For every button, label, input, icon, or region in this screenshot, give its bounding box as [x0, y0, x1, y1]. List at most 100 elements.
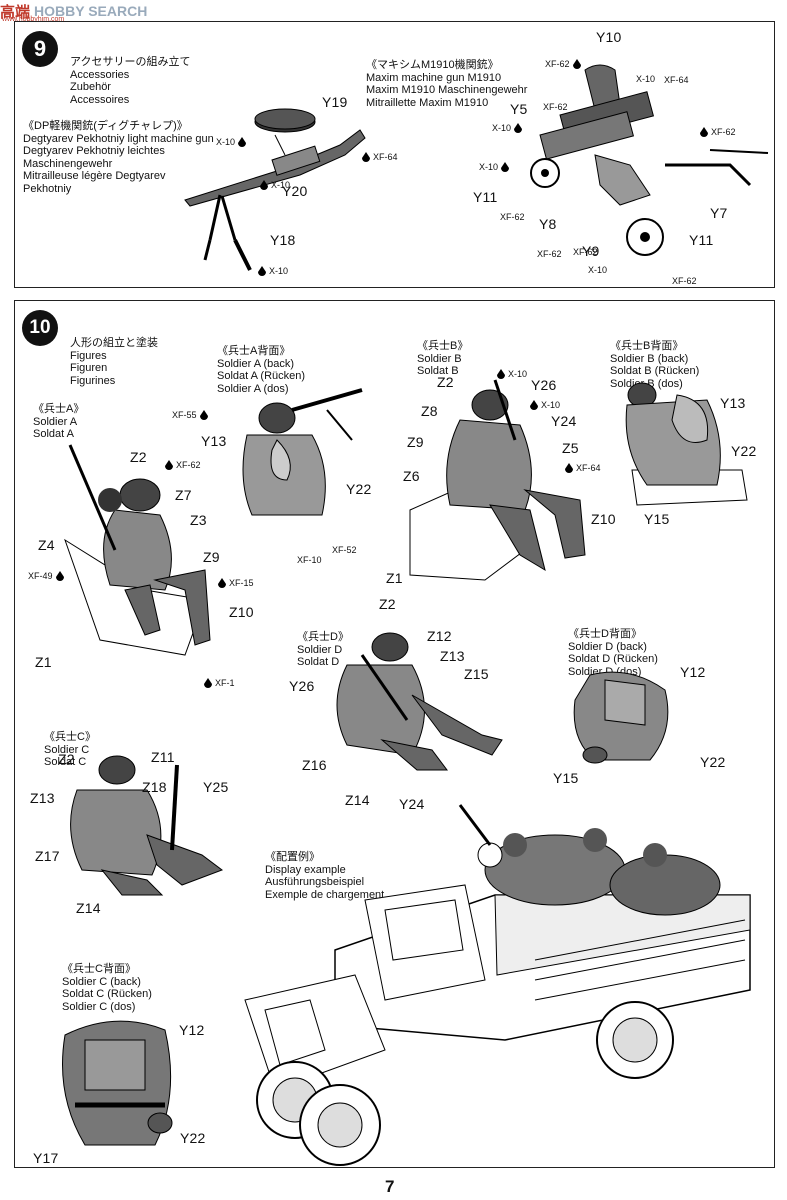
paint-callout: X-10 — [530, 400, 560, 410]
paint-callout: X-10 — [497, 369, 527, 379]
part-label: Y24 — [399, 796, 425, 812]
paint-callout: XF-64 — [664, 75, 689, 85]
part-label: Z14 — [345, 792, 370, 808]
part-label: Y11 — [473, 189, 498, 205]
paint-callout: X-10 — [479, 162, 510, 172]
part-label: Y20 — [282, 183, 308, 199]
paint-callout: XF-49 — [28, 571, 64, 581]
part-label: Z15 — [464, 666, 489, 682]
paint-callout: XF-62 — [672, 276, 697, 286]
part-label: Z13 — [440, 648, 465, 664]
part-label: Z17 — [35, 848, 60, 864]
paint-drop-icon — [565, 463, 573, 473]
part-label: Z10 — [229, 604, 254, 620]
part-label: Y18 — [270, 232, 296, 248]
paint-callout: XF-64 — [362, 152, 398, 162]
paint-callout: XF-62 — [537, 249, 562, 259]
part-label: Z2 — [130, 449, 147, 465]
paint-callout: XF-62 — [165, 460, 201, 470]
soldier-d-back-title: 《兵士D背面》Soldier D (back)Soldat D (Rücken)… — [568, 628, 658, 678]
paint-callout: XF-52 — [332, 545, 357, 555]
paint-drop-icon — [514, 123, 523, 133]
soldier-a-illustration — [64, 444, 211, 656]
part-label: Y7 — [710, 205, 728, 221]
part-label: Z16 — [302, 757, 327, 773]
part-label: Z7 — [175, 487, 192, 503]
part-label: Z12 — [427, 628, 452, 644]
paint-callout: X-10 — [260, 180, 290, 190]
paint-drop-icon — [165, 460, 173, 470]
part-label: Z1 — [35, 654, 52, 670]
paint-callout: XF-10 — [297, 555, 322, 565]
paint-drop-icon — [258, 266, 266, 276]
part-label: Y12 — [680, 664, 706, 680]
soldier-c-back-title: 《兵士C背面》Soldier C (back)Soldat C (Rücken)… — [62, 963, 152, 1013]
soldier-d-illustration — [336, 632, 503, 771]
paint-drop-icon — [199, 410, 208, 420]
watermark-site: HOBBY SEARCH — [34, 3, 148, 19]
part-label: Y17 — [33, 1150, 59, 1166]
part-label: Z2 — [437, 374, 454, 390]
watermark-url: www.hobbyhim.com — [2, 16, 65, 23]
paint-drop-icon — [497, 369, 505, 379]
part-label: Z2 — [58, 751, 75, 767]
paint-callout: XF-64 — [565, 463, 601, 473]
part-label: Y8 — [539, 216, 557, 232]
part-label: Y26 — [531, 377, 557, 393]
part-label: Z11 — [151, 749, 175, 765]
paint-callout: X-10 — [492, 123, 523, 133]
part-label: Y13 — [201, 433, 227, 449]
part-label: Y22 — [731, 443, 757, 459]
paint-drop-icon — [530, 400, 538, 410]
paint-drop-icon — [501, 162, 510, 172]
paint-callout: XF-62 — [573, 247, 598, 257]
soldier-b-back-title: 《兵士B背面》Soldier B (back)Soldat B (Rücken)… — [610, 340, 700, 390]
paint-callout: XF-55 — [172, 410, 208, 420]
part-label: Y5 — [510, 101, 528, 117]
paint-drop-icon — [238, 137, 247, 147]
paint-drop-icon — [55, 571, 64, 581]
paint-callout: XF-62 — [700, 127, 736, 137]
part-label: Z6 — [403, 468, 420, 484]
soldier-d-back-illustration — [573, 671, 669, 764]
soldier-c-illustration — [70, 755, 224, 896]
part-label: Y25 — [203, 779, 229, 795]
part-label: Z8 — [421, 403, 438, 419]
soldier-a-back-illustration — [242, 388, 363, 516]
soldier-c-back-illustration — [62, 1020, 173, 1146]
step9-number: 9 — [22, 31, 58, 67]
paint-callout: X-10 — [588, 265, 608, 275]
part-label: Z5 — [562, 440, 579, 456]
part-label: Y11 — [689, 232, 714, 248]
truck-display-illustration — [244, 804, 751, 1166]
part-label: Y26 — [289, 678, 315, 694]
part-label: Y13 — [720, 395, 746, 411]
part-label: Z4 — [38, 537, 55, 553]
part-label: Y19 — [322, 94, 348, 110]
paint-callout: X-10 — [636, 74, 656, 84]
part-label: Y12 — [179, 1022, 205, 1038]
watermark-logo: 高端 HOBBY SEARCH www.hobbyhim.com — [0, 0, 148, 23]
part-label: Y22 — [346, 481, 372, 497]
soldier-b-back-illustration — [625, 382, 748, 506]
part-label: Z10 — [591, 511, 616, 527]
part-label: Y22 — [180, 1130, 206, 1146]
part-label: Z3 — [190, 512, 207, 528]
watermark-logo-text: 高端 — [0, 3, 31, 21]
paint-callout: XF-62 — [543, 102, 568, 112]
part-label: Y24 — [551, 413, 577, 429]
part-label: Z1 — [386, 570, 403, 586]
dp-gun-title: 《DP軽機関銃(ディグチャレプ)》Degtyarev Pekhotniy lig… — [23, 120, 214, 195]
paint-drop-icon — [260, 180, 268, 190]
paint-drop-icon — [362, 152, 370, 162]
paint-callout: X-10 — [258, 266, 288, 276]
page-number: 7 — [385, 1177, 395, 1196]
